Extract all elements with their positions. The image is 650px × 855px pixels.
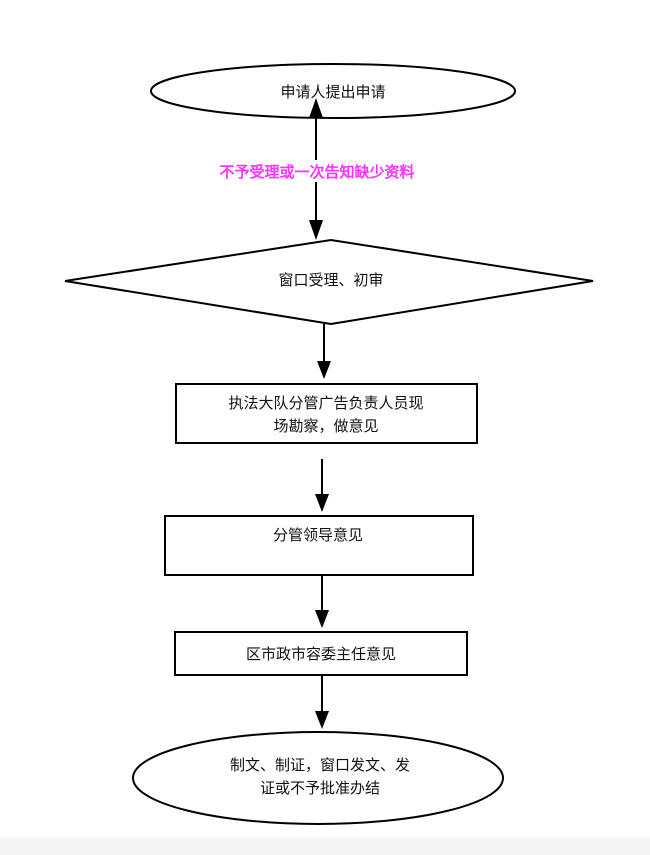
end-ellipse (132, 731, 504, 825)
return-arrow-head-down (309, 220, 323, 240)
return-note-backdrop (186, 160, 448, 182)
arrow-survey-to-leader (315, 459, 329, 512)
arrow-review-to-survey (317, 324, 331, 379)
start-text: 申请人提出申请 (280, 83, 385, 101)
node-director-opinion: 区市政市容委主任意见 (174, 631, 468, 676)
site-survey-text-line2: 场勘察，做意见 (273, 417, 378, 435)
director-opinion-text: 区市政市容委主任意见 (246, 645, 396, 663)
window-review-text: 窗口受理、初审 (278, 271, 383, 289)
page-bottom-strip (0, 838, 650, 855)
director-opinion-box (174, 631, 468, 676)
arrow-leader-to-director (315, 575, 329, 628)
node-leader-opinion: 分管领导意见 (164, 515, 474, 576)
site-survey-text-line1: 执法大队分管广告负责人员现 (228, 394, 423, 412)
node-end: 制文、制证，窗口发文、发 证或不予批准办结 (132, 731, 504, 825)
leader-opinion-box (164, 515, 474, 576)
return-arrow-head-up (309, 98, 323, 118)
window-review-diamond (64, 238, 594, 326)
arrow-director-to-end (315, 675, 329, 729)
site-survey-box (175, 383, 478, 444)
leader-opinion-text: 分管领导意见 (273, 526, 363, 544)
return-note: 不予受理或一次告知缺少资料 (219, 163, 414, 181)
end-text-line1: 制文、制证，窗口发文、发 (230, 756, 410, 774)
node-site-survey: 执法大队分管广告负责人员现 场勘察，做意见 (175, 383, 478, 444)
end-text-line2: 证或不予批准办结 (260, 779, 380, 797)
node-window-review: 窗口受理、初审 (64, 238, 594, 326)
start-ellipse (150, 63, 516, 119)
node-start: 申请人提出申请 (150, 63, 516, 119)
